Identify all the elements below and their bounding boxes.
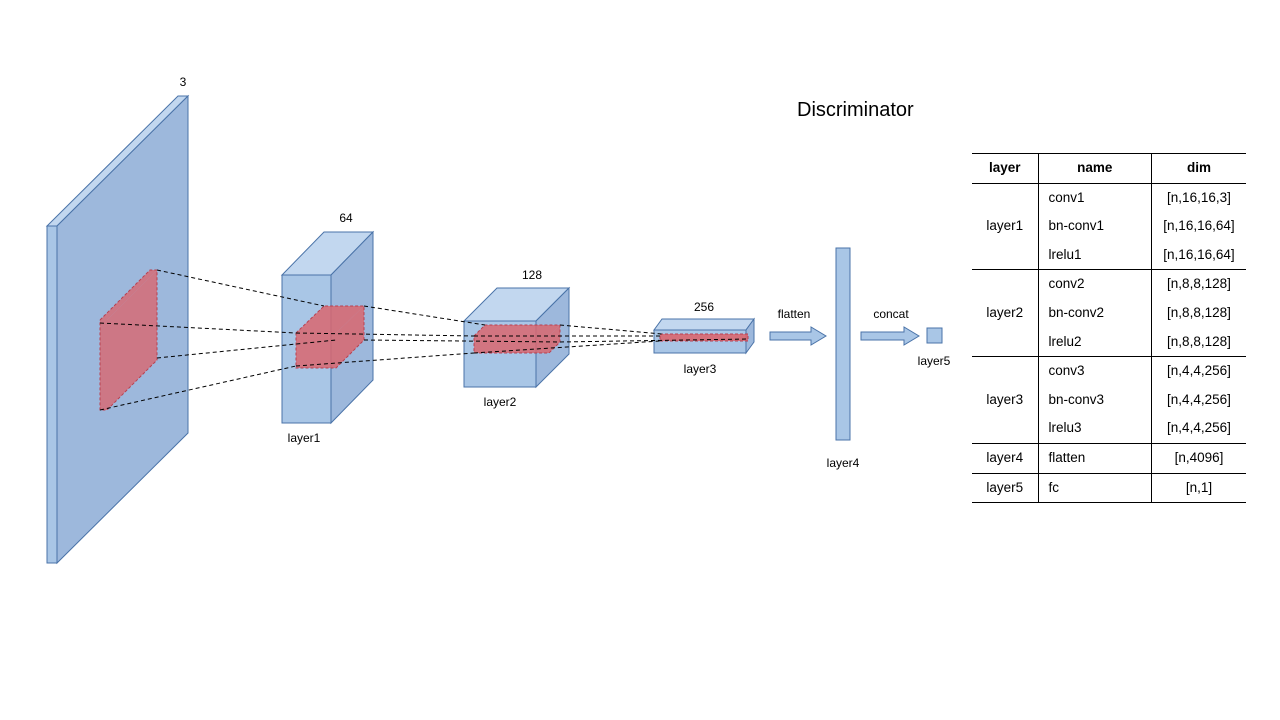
layer4-vector [835, 247, 851, 441]
layer1-depth-label: 64 [339, 211, 353, 225]
flatten-arrow [769, 326, 827, 346]
projection-line [156, 339, 337, 359]
projection-line [99, 322, 297, 334]
table-cell-dim: [n,8,8,128] [1167, 276, 1231, 292]
flatten-label: flatten [778, 307, 811, 321]
header-layer: layer [972, 153, 1039, 184]
input-kernel-top [100, 270, 157, 320]
table-cell-layer: layer3 [972, 356, 1039, 444]
projection-lines [99, 269, 749, 411]
table-cell-name: fc [1038, 473, 1152, 504]
layer2-kernel [473, 324, 561, 354]
projection-line [559, 338, 749, 343]
layer3-depth-label: 256 [694, 300, 714, 314]
header-name: name [1038, 153, 1152, 184]
layer1-kernel-front [296, 333, 336, 368]
table-row: bn-conv1 [n,16,16,64] [972, 212, 1246, 241]
table-cell-dim: [n,16,16,3] [1167, 189, 1231, 205]
table-cell-name: bn-conv3 [1038, 385, 1152, 415]
layer3-kernel [659, 333, 749, 342]
input-volume-front [46, 225, 58, 564]
projection-line [559, 324, 663, 335]
input-kernel-side [107, 270, 157, 410]
table-header-row: layer name dim [972, 153, 1246, 184]
input-kernel-front [100, 320, 107, 410]
layer1-kernel-side [336, 306, 364, 368]
table-cell-name: conv2 [1038, 269, 1152, 299]
layer1-label: layer1 [288, 431, 321, 445]
table-cell-dim: [n,4,4,256] [1167, 363, 1231, 379]
table-row: lrelu2[n,8,8,128] [972, 327, 1246, 358]
table-cell-layer: layer5 [972, 473, 1039, 504]
table-cell-name: lrelu3 [1038, 414, 1152, 444]
layer3-label: layer3 [684, 362, 717, 376]
projection-line [295, 352, 475, 367]
table-cell-layer: layer4 [972, 443, 1039, 474]
table-cell-name: flatten [1038, 443, 1152, 474]
table-cell-name: lrelu1 [1038, 240, 1152, 271]
table-cell-name: bn-conv1 [1038, 212, 1152, 241]
layer3-kernel-front [660, 334, 748, 341]
header-dim: dim [1151, 153, 1246, 184]
table-cell-name: lrelu2 [1038, 327, 1152, 358]
layer2-label: layer2 [484, 395, 517, 409]
table-cell-layer: layer2 [972, 269, 1039, 358]
diagram-title: Discriminator [797, 99, 914, 121]
layer4-label: layer4 [827, 456, 860, 470]
table-cell-dim: [n,4,4,256] [1167, 391, 1231, 407]
table-cell-name: conv1 [1038, 183, 1152, 213]
layer5-output [926, 327, 943, 344]
table-row: bn-conv2 [n,8,8,128] [972, 298, 1246, 328]
layer2-kernel-top [474, 325, 560, 336]
projection-line [473, 340, 661, 354]
concat-label: concat [873, 307, 909, 321]
table-cell-dim: [n,8,8,128] [1151, 327, 1246, 358]
table-row: lrelu3[n,4,4,256] [972, 414, 1246, 444]
input-depth-label: 3 [180, 75, 187, 89]
layer2-kernel-front [474, 336, 549, 353]
layer3-kernel-outline [659, 333, 749, 342]
table-cell-layer: layer1 [972, 183, 1039, 271]
concat-arrow [860, 326, 920, 346]
projection-line [156, 269, 325, 307]
table-cell-dim: [n,1] [1151, 473, 1246, 504]
table-row: lrelu1[n,16,16,64] [972, 240, 1246, 271]
projection-line [99, 365, 297, 411]
layer2-kernel-side [549, 325, 560, 353]
layer1-kernel [295, 305, 365, 369]
table-cell-dim: [n,8,8,128] [1167, 304, 1231, 320]
layer2-depth-label: 128 [522, 268, 542, 282]
table-cell-dim: [n,4,4,256] [1151, 414, 1246, 444]
table-cell-name: bn-conv2 [1038, 298, 1152, 328]
table-cell-dim: [n,16,16,64] [1151, 240, 1246, 271]
layer1-kernel-top [296, 306, 364, 333]
projection-line [295, 332, 475, 337]
table-cell-name: conv3 [1038, 356, 1152, 386]
table-cell-dim: [n,4096] [1151, 443, 1246, 474]
projection-line [363, 339, 561, 343]
layer-table-header: layer name dim [972, 153, 1246, 184]
layer3-volume-top [653, 318, 755, 331]
table-row: bn-conv3 [n,4,4,256] [972, 385, 1246, 415]
layer5-label: layer5 [918, 354, 951, 368]
table-cell-dim: [n,16,16,64] [1163, 218, 1235, 234]
